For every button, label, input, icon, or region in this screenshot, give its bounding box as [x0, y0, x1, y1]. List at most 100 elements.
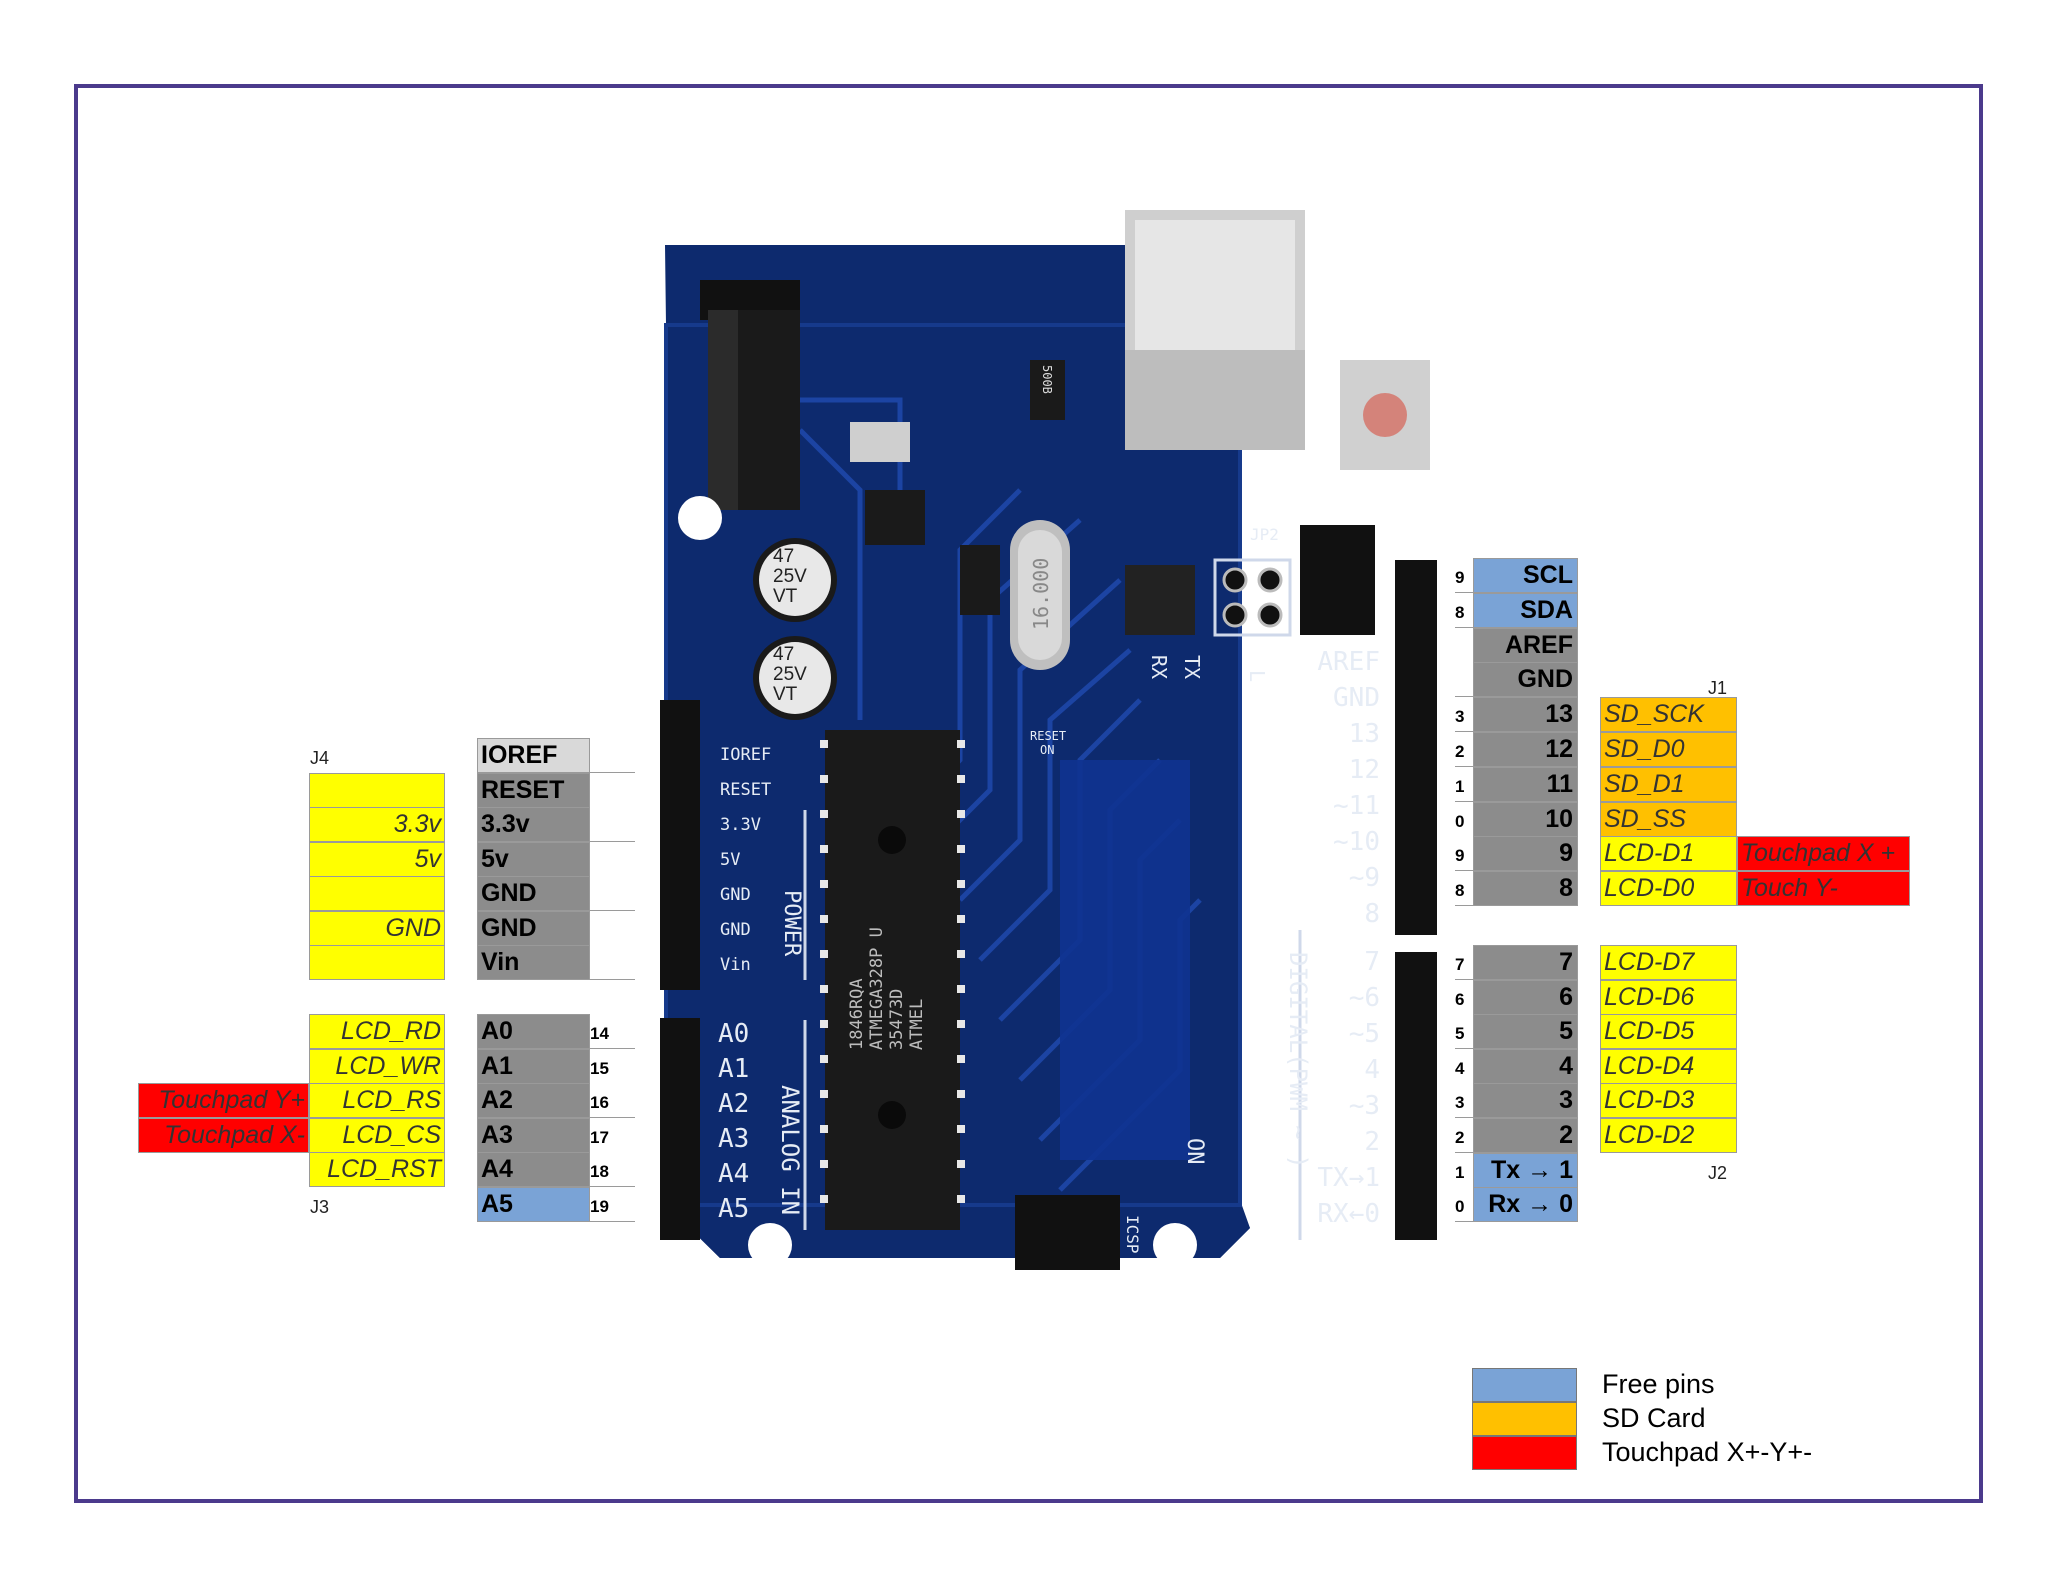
upper-extra-9: Touch Y- [1737, 871, 1910, 907]
mount-hole [678, 496, 722, 540]
power-pin-1: RESET [477, 772, 590, 808]
upper-pin-9: 8 [1473, 871, 1578, 907]
arduino-uno-board: AREFGND1312~11~10~987~6~54~32TX→1RX←0IOR… [660, 210, 1437, 1270]
power-pin-num-5 [590, 910, 635, 946]
lower-tag-5: LCD-D2 [1600, 1118, 1737, 1153]
analog-pin-0: A0 [477, 1014, 590, 1049]
power-pin-3: 5v [477, 841, 590, 877]
power-tag-6 [309, 945, 445, 980]
lower-pin-1: 6 [1473, 979, 1578, 1015]
lower-num-4: 3 [1455, 1083, 1473, 1119]
board-analog-label-3: A3 [718, 1124, 749, 1154]
capacitor-text-0-0: 47 [773, 546, 794, 567]
upper-pin-2: AREF [1473, 627, 1578, 663]
upper-num-2 [1455, 627, 1473, 663]
j2-label: J2 [1708, 1163, 1728, 1183]
upper-num-1: 8 [1455, 592, 1473, 628]
lower-pin-0: 7 [1473, 945, 1578, 980]
board-icsp: ICSP [1123, 1215, 1142, 1254]
lower-num-3: 4 [1455, 1048, 1473, 1084]
analog-pin-5: A5 [477, 1186, 590, 1222]
board-analog-label-4: A4 [718, 1159, 749, 1189]
chip-text-2: ATMEGA328P U [867, 927, 887, 1050]
lower-pin-4: 3 [1473, 1083, 1578, 1119]
fuse-text: 500B [1040, 365, 1054, 394]
power-pin-4: GND [477, 876, 590, 911]
lower-pin-5: 2 [1473, 1118, 1578, 1153]
capacitor-text-1-0: 47 [773, 644, 794, 665]
upper-num-9: 8 [1455, 871, 1473, 907]
board-digital-label-8: 7 [1364, 947, 1380, 977]
board-digital-label-0: AREF [1317, 647, 1380, 677]
upper-tag-5: SD_D0 [1600, 732, 1737, 767]
power-tag-2: 3.3v [309, 807, 445, 842]
board-analog-title: ANALOG IN [776, 1085, 804, 1215]
upper-tag-9: LCD-D0 [1600, 871, 1737, 907]
power-pin-num-1 [590, 772, 635, 808]
board-digital-label-5: ~10 [1333, 827, 1380, 857]
analog-pin-3: A3 [477, 1117, 590, 1153]
power-pin-6: Vin [477, 945, 590, 980]
power-pin-num-0 [590, 738, 635, 773]
board-digital-label-6: ~9 [1349, 863, 1380, 893]
power-header [660, 700, 700, 990]
upper-pin-5: 12 [1473, 732, 1578, 767]
board-on: ON [1182, 1138, 1207, 1165]
small-chip [960, 545, 1000, 615]
board-digital-label-15: RX←0 [1317, 1199, 1380, 1229]
power-pin-num-4 [590, 876, 635, 911]
board-digital-label-12: ~3 [1349, 1091, 1380, 1121]
lower-num-0: 7 [1455, 945, 1473, 980]
lower-tag-4: LCD-D3 [1600, 1083, 1737, 1119]
analog-pin-4: A4 [477, 1152, 590, 1187]
analog-pin-num-1: 15 [590, 1048, 635, 1084]
digital-header-upper [1395, 560, 1437, 935]
lower-num-7: 0 [1455, 1187, 1473, 1223]
j1-label: J1 [1708, 678, 1728, 698]
lower-num-5: 2 [1455, 1118, 1473, 1153]
board-digital-label-2: 13 [1349, 719, 1380, 749]
j4-label: J4 [310, 748, 330, 768]
lower-num-1: 6 [1455, 979, 1473, 1015]
board-digital-label-9: ~6 [1349, 983, 1380, 1013]
mount-hole [1153, 1223, 1197, 1267]
analog-extra-3: Touchpad X- [138, 1117, 309, 1153]
lower-num-2: 5 [1455, 1014, 1473, 1050]
upper-pin-6: 11 [1473, 766, 1578, 802]
upper-num-6: 1 [1455, 766, 1473, 802]
board-reset-label: RESET [1030, 729, 1066, 743]
analog-pin-num-2: 16 [590, 1083, 635, 1118]
board-digital-label-3: 12 [1349, 755, 1380, 785]
diagram-frame [74, 84, 1983, 1503]
analog-extra-2: Touchpad Y+ [138, 1083, 309, 1118]
upper-tag-4: SD_SCK [1600, 697, 1737, 733]
board-on-label: ON [1040, 743, 1054, 757]
board-l: L [1245, 670, 1269, 682]
lower-pin-2: 5 [1473, 1014, 1578, 1050]
upper-tag-7: SD_SS [1600, 801, 1737, 837]
lower-tag-0: LCD-D7 [1600, 945, 1737, 980]
capacitor-text-1-1: 25V [773, 664, 807, 685]
lower-tag-3: LCD-D4 [1600, 1048, 1737, 1084]
board-digital-label-4: ~11 [1333, 791, 1380, 821]
legend-label-2: Touchpad X+-Y+- [1602, 1437, 1813, 1467]
board-analog-label-5: A5 [718, 1194, 749, 1224]
upper-pin-4: 13 [1473, 697, 1578, 733]
analog-pin-num-0: 14 [590, 1014, 635, 1049]
legend-swatch-0 [1472, 1368, 1577, 1402]
board-power-label-1: RESET [720, 780, 771, 800]
lower-num-6: 1 [1455, 1152, 1473, 1188]
upper-extra-8: Touchpad X + [1737, 836, 1910, 872]
chip-text-3: 1846RQA [847, 978, 867, 1050]
analog-pin-num-3: 17 [590, 1117, 635, 1153]
digital-header-lower [1395, 952, 1437, 1240]
board-digital-label-14: TX→1 [1317, 1163, 1380, 1193]
upper-num-0: 9 [1455, 558, 1473, 593]
analog-tag-3: LCD_CS [309, 1117, 445, 1153]
usb-chip [1125, 565, 1195, 635]
analog-pin-num-4: 18 [590, 1152, 635, 1187]
power-pin-0: IOREF [477, 738, 590, 773]
capacitor-text-0-1: 25V [773, 566, 807, 587]
power-pin-num-2 [590, 807, 635, 842]
power-tag-3: 5v [309, 841, 445, 877]
